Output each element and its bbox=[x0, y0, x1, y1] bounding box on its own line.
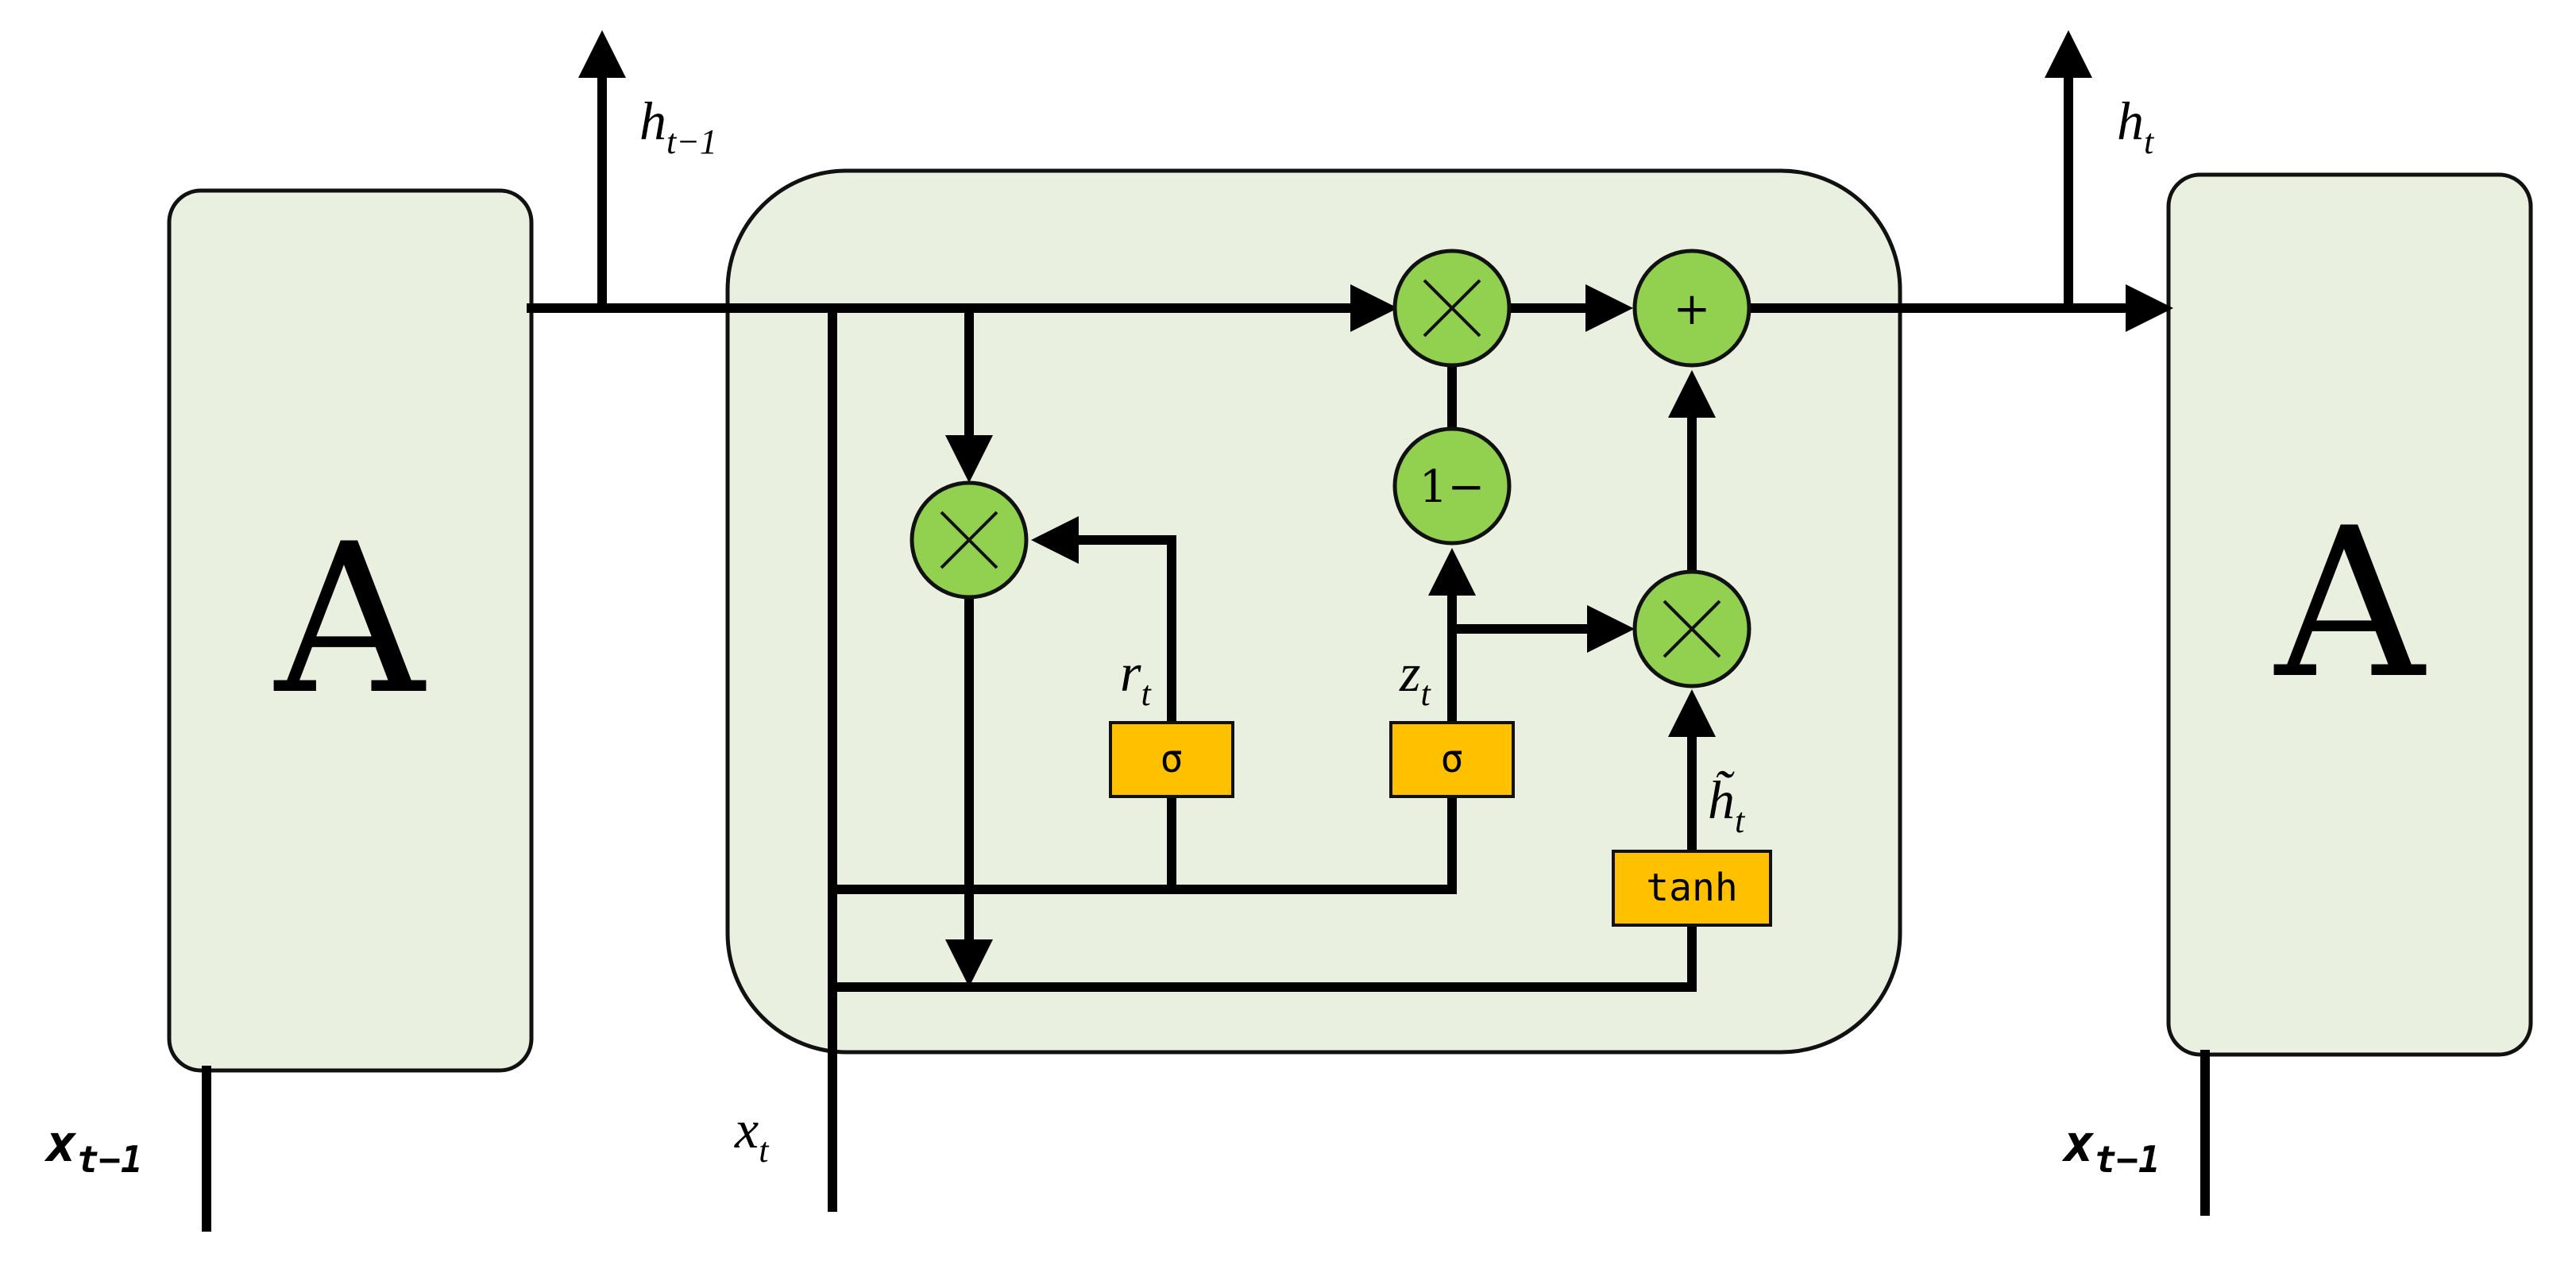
update-gate-box bbox=[1389, 721, 1515, 798]
cell-left-box bbox=[167, 188, 534, 1073]
output-h-prev-label: ht−1 bbox=[639, 91, 717, 161]
plus-op-label: + bbox=[1674, 283, 1711, 335]
candidate-gate-label: tanh bbox=[1646, 866, 1738, 910]
arrow-up-h-curr bbox=[2045, 30, 2092, 78]
arrow-up-to-update-multiply bbox=[1668, 689, 1716, 737]
arrow-up-to-plus bbox=[1668, 370, 1716, 418]
input-x-left-label: xt−1 bbox=[44, 1115, 143, 1181]
arrow-left-to-reset-multiply bbox=[1031, 516, 1079, 564]
reset-gate-box bbox=[1109, 721, 1234, 798]
gru-cell-box bbox=[725, 168, 1902, 1055]
reset-gate-var: rt bbox=[1120, 642, 1152, 713]
arrow-down-to-bus bbox=[945, 939, 993, 987]
arrow-up-h-prev bbox=[578, 30, 626, 78]
arrow-down-to-reset-multiply bbox=[945, 435, 993, 483]
multiply-op-reset bbox=[910, 480, 1029, 600]
one-minus-op: 1− bbox=[1392, 426, 1512, 546]
cell-right-box bbox=[2166, 172, 2533, 1057]
arrow-right-to-next-cell bbox=[2126, 284, 2173, 332]
arrow-right-to-update-multiply bbox=[1587, 605, 1635, 653]
multiply-op-top bbox=[1392, 249, 1512, 368]
arrow-right-to-top-multiply bbox=[1350, 284, 1398, 332]
cell-right-label: A bbox=[2272, 484, 2427, 724]
one-minus-op-label: 1− bbox=[1419, 461, 1485, 513]
cell-left-label: A bbox=[272, 500, 427, 740]
reset-gate-label: σ bbox=[1161, 737, 1184, 781]
multiply-op-update bbox=[1632, 569, 1751, 688]
update-gate-label: σ bbox=[1441, 737, 1464, 781]
candidate-var: h̃t bbox=[1708, 769, 1746, 840]
arrowheads bbox=[578, 30, 2173, 987]
candidate-gate-box bbox=[1612, 850, 1772, 927]
update-gate-var: zt bbox=[1399, 642, 1431, 713]
input-x-right-label: xt−1 bbox=[2061, 1115, 2161, 1181]
output-h-curr-label: ht bbox=[2117, 91, 2155, 161]
plus-op: + bbox=[1632, 249, 1751, 368]
input-x-center-label: xt bbox=[734, 1099, 770, 1170]
arrow-right-to-plus bbox=[1585, 284, 1633, 332]
connection-lines bbox=[202, 67, 2210, 1232]
arrow-up-to-one-minus bbox=[1428, 548, 1476, 596]
